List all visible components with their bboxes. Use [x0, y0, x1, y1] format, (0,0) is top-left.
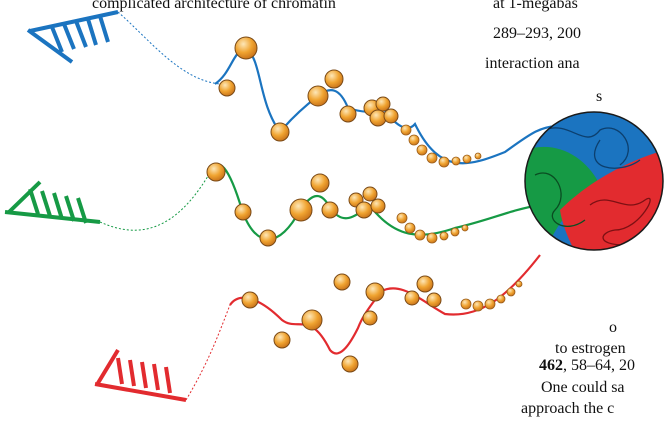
- green-dna-helix: [4, 180, 101, 224]
- condensed-fiber-blue: [400, 124, 482, 168]
- nucleosome: [310, 173, 330, 193]
- condensed-fiber-red: [460, 280, 523, 312]
- nucleosome: [259, 229, 277, 247]
- nucleosome: [321, 201, 339, 219]
- nucleosome: [307, 85, 329, 107]
- nucleus-territories: [524, 111, 664, 251]
- text-right-2: 289–293, 200: [493, 25, 581, 42]
- nucleosome: [234, 203, 252, 221]
- nucleosome: [355, 201, 373, 219]
- nucleosome: [289, 198, 313, 222]
- green-unwinding-dna: [99, 175, 209, 231]
- nucleosome: [383, 108, 399, 124]
- nucleosome: [404, 290, 420, 306]
- volume-number: 462: [539, 357, 563, 374]
- nucleosome: [324, 69, 344, 89]
- nucleosome: [234, 36, 258, 60]
- blue-chromatin-strand: [26, 10, 561, 165]
- condensed-fiber-green: [396, 212, 469, 244]
- nucleosome: [369, 109, 387, 127]
- nucleosome: [362, 186, 378, 202]
- nucleosome-beads: [206, 36, 442, 373]
- text-right-1: at 1-megabas: [493, 0, 578, 12]
- nucleosome: [365, 282, 385, 302]
- text-right-9: approach the c: [521, 400, 615, 417]
- nucleosome: [426, 292, 442, 308]
- blue-dna-helix: [26, 10, 119, 64]
- red-unwinding-dna: [185, 304, 231, 401]
- text-right-7: 462, 58–64, 20: [539, 358, 635, 374]
- red-dna-helix: [94, 348, 187, 402]
- nucleosome: [339, 105, 357, 123]
- nucleosome: [341, 355, 359, 373]
- nucleosome: [375, 96, 391, 112]
- green-chromatin-strand: [4, 163, 541, 241]
- nucleosome: [301, 309, 323, 331]
- text-right-5: o: [609, 319, 617, 336]
- text-left-top: complicated architecture of chromatin: [92, 0, 336, 12]
- text-right-3: interaction ana: [485, 55, 580, 72]
- nucleosome: [206, 162, 226, 182]
- nucleosome: [218, 79, 236, 97]
- text-right-4: s: [596, 88, 603, 105]
- nucleosome: [370, 198, 386, 214]
- text-right-8: One could sa: [541, 379, 625, 396]
- text-right-6: to estrogen: [555, 340, 626, 357]
- nucleosome: [273, 331, 291, 349]
- nucleosome: [416, 275, 434, 293]
- nucleosome: [270, 122, 290, 142]
- red-linker-dna: [229, 254, 541, 355]
- nucleosome: [241, 291, 259, 309]
- nucleosome: [362, 310, 378, 326]
- blue-unwinding-dna: [117, 11, 221, 85]
- nucleosome: [333, 273, 351, 291]
- red-chromatin-strand: [94, 254, 541, 402]
- page-range: , 58–64, 20: [563, 357, 635, 374]
